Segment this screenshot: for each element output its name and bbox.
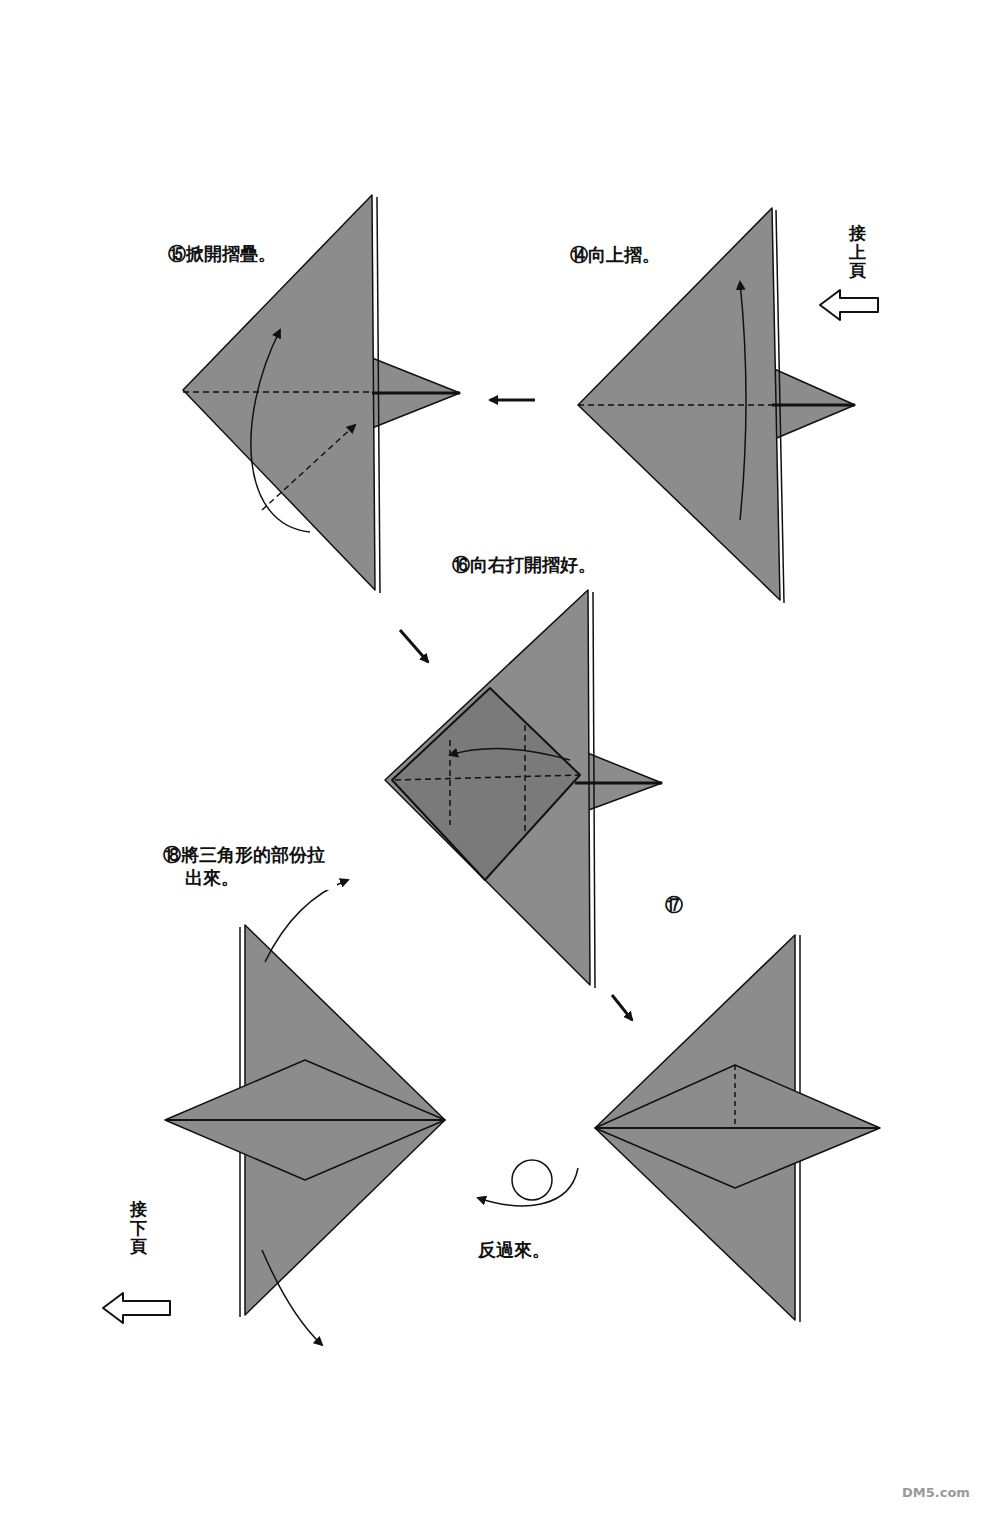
step14-figure (578, 208, 855, 603)
page-arrow (820, 290, 878, 320)
step-number: ⑰ (663, 893, 685, 916)
step-caption: ⑮掀開摺疊。 (166, 242, 278, 265)
continue-note: 接上頁 (847, 224, 868, 280)
step-caption: ⑱將三角形的部份拉出來。 (163, 843, 337, 890)
page-arrow (103, 1293, 170, 1323)
step17-figure (595, 935, 880, 1322)
continue-note: 接下頁 (128, 1200, 149, 1256)
step18-figure (165, 880, 445, 1345)
step-caption: ⑭向上摺。 (568, 243, 662, 266)
watermark: DM5.com (900, 1485, 972, 1502)
step-caption: ⑯向右打開摺好。 (450, 553, 598, 576)
step16-figure (385, 590, 662, 988)
turn-over-symbol (478, 1160, 578, 1206)
step-caption: 反過來。 (476, 1238, 552, 1261)
